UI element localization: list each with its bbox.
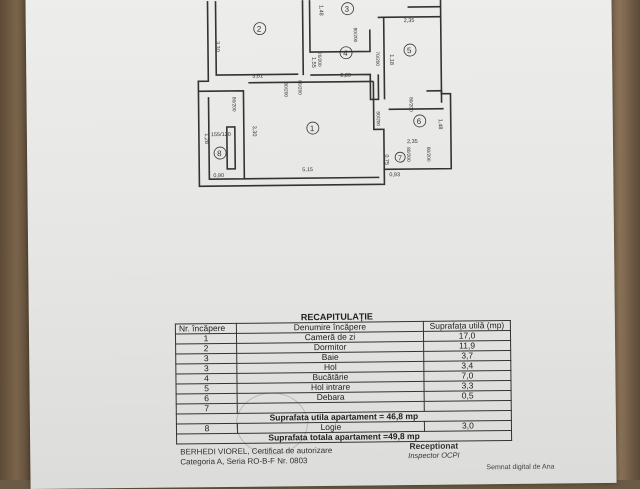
door-label: 80/200: [405, 147, 411, 162]
room-number-5: 5: [407, 46, 412, 55]
inspector-label: Inspector OCPI: [408, 451, 459, 462]
wall-storage: [426, 91, 441, 103]
door-label: 80/200: [296, 80, 302, 95]
wall-kitchen-left: [384, 17, 385, 99]
reception-label: Receptionat: [408, 441, 459, 452]
room-number-1: 1: [310, 124, 315, 133]
dim-label: 2,20: [340, 73, 351, 79]
wall-entry: [389, 109, 444, 110]
wall-bedroom-right: [302, 0, 303, 75]
summary-total: Suprafata totala apartament =49,8 mp: [177, 431, 512, 445]
dim-label: 1,48: [318, 5, 324, 16]
wall-living-top: [248, 81, 373, 82]
dim-label: 5,15: [302, 167, 313, 173]
door-label: 80/200: [352, 28, 358, 43]
dim-label: 1,28: [203, 133, 209, 144]
digital-signature-note: Semnat digital de Ana: [486, 464, 554, 472]
row-nr: 7: [176, 403, 237, 414]
dim-label: 1,18: [388, 54, 394, 65]
door-label: 80/200: [375, 111, 381, 126]
dim-label: 3,30: [214, 41, 220, 52]
dim-label: 0,75: [383, 154, 389, 165]
dim-label: 1,48: [437, 119, 443, 130]
wall-living-bottom: [244, 177, 379, 178]
row-nr: 8: [176, 423, 237, 434]
dim-label: 2,35: [407, 139, 418, 145]
dim-label: 3,61: [252, 74, 263, 80]
dim-label: 2,35: [404, 18, 415, 24]
dim-label: 155/120: [211, 132, 231, 138]
door-label: 70/200: [316, 52, 322, 67]
room-number-6: 6: [417, 117, 422, 126]
recap-table: Nr. încăpere Denumire încăpere Suprafața…: [175, 320, 512, 445]
dim-label: 0,93: [389, 172, 400, 178]
dim-label: 1,55: [310, 57, 316, 68]
room-number-7: 7: [398, 155, 402, 162]
floor-plan-document: 2 3 4 5 1 6 7 8 3,61 2,20 2,35 2,35 5,15…: [25, 0, 616, 489]
wall-inner-top: [215, 0, 298, 75]
room-number-8: 8: [217, 149, 222, 158]
door-label: 80/200: [282, 82, 288, 97]
door-label: 80/200: [425, 147, 431, 162]
door-label: 70/200: [374, 51, 380, 66]
dim-label: 3,30: [251, 126, 257, 137]
surveyor-cert-line: Categoria A, Seria RO-B-F Nr. 0803: [180, 456, 332, 468]
room-number-4: 4: [343, 49, 348, 58]
door-label: 80/200: [230, 97, 236, 112]
summary-total-row: Suprafata totala apartament =49,8 mp: [177, 431, 512, 445]
floor-plan-drawing: 2 3 4 5 1 6 7 8 3,61 2,20 2,35 2,35 5,15…: [25, 0, 614, 317]
room-number-2: 2: [257, 25, 262, 34]
door-label: 80/200: [408, 97, 414, 112]
surveyor-info: BERHEDI VIOREL, Certificat de autorizare…: [180, 446, 332, 468]
reception-info: Receptionat Inspector OCPI: [408, 441, 459, 462]
room-number-3: 3: [345, 5, 350, 14]
dim-label: 0,90: [213, 173, 224, 179]
